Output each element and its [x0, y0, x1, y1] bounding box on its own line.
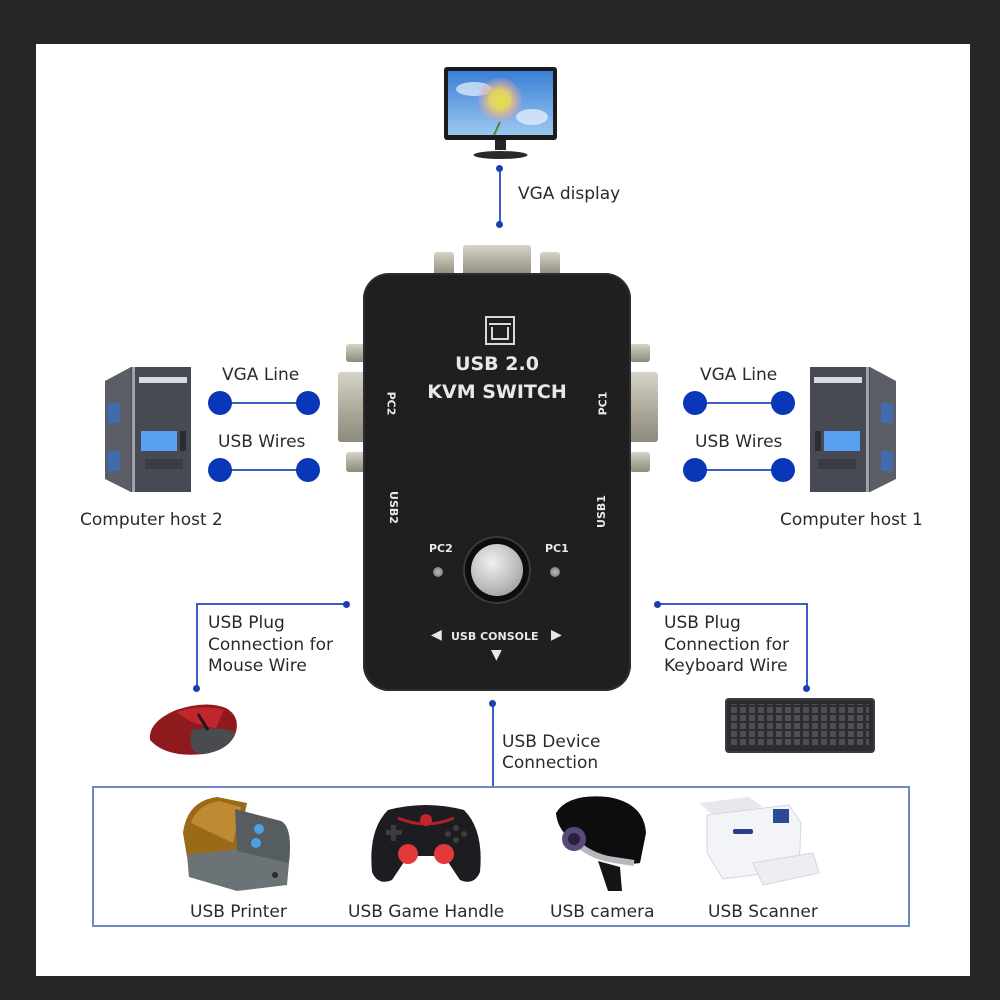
- led-pc1: [550, 567, 560, 577]
- mouse-connector-line-h: [196, 603, 346, 605]
- keyboard-label-line2: Connection for: [664, 635, 789, 655]
- vga-display-connector-line: [499, 168, 501, 225]
- kvm-switch-device: USB 2.0 KVM SWITCH PC2 PC1 USB2 USB1 PC2…: [363, 273, 631, 691]
- device-label-scanner: USB Scanner: [708, 902, 818, 922]
- console-arrow-left: ◀: [431, 627, 442, 643]
- left-vga-line-label: VGA Line: [222, 365, 300, 385]
- vga-screw: [434, 252, 454, 276]
- console-label: USB CONSOLE: [451, 630, 539, 643]
- switch-button[interactable]: [465, 538, 529, 602]
- vga-display-label: VGA display: [518, 184, 621, 204]
- connector-dot: [193, 685, 200, 692]
- device-label-camera: USB camera: [550, 902, 655, 922]
- vga-screw: [630, 344, 650, 362]
- device-label-printer: USB Printer: [190, 902, 287, 922]
- mouse-connector-line-v: [196, 603, 198, 688]
- printer-icon: [177, 793, 297, 893]
- computer-tower-icon: [810, 367, 896, 492]
- device-label-game-handle: USB Game Handle: [348, 902, 505, 922]
- vga-screw: [346, 344, 366, 362]
- side-label-pc1: PC1: [596, 391, 610, 416]
- keyboard-connector-line-v: [806, 603, 808, 688]
- connector-dot: [803, 685, 810, 692]
- device-label-line1: USB 2.0: [455, 353, 539, 375]
- connector-dot: [496, 165, 503, 172]
- monitor-icon: [444, 67, 557, 161]
- vga-out-connector: [463, 245, 531, 277]
- gamepad-icon: [368, 800, 484, 886]
- mouse-label-line3: Mouse Wire: [208, 656, 307, 676]
- usb-device-connector-line: [492, 703, 494, 787]
- right-vga-line-label: VGA Line: [700, 365, 778, 385]
- led-label-pc2: PC2: [429, 542, 453, 555]
- usb-device-label-line1: USB Device: [502, 732, 601, 752]
- device-label-line2: KVM SWITCH: [427, 381, 567, 403]
- vga-screw: [540, 252, 560, 276]
- right-vga-line: [695, 402, 785, 404]
- side-label-usb1: USB1: [594, 495, 608, 528]
- left-usb-dot-host: [208, 458, 232, 482]
- webcam-icon: [548, 793, 650, 893]
- console-arrow-down: ▼: [491, 647, 502, 663]
- led-pc2: [433, 567, 443, 577]
- scanner-icon: [693, 793, 821, 891]
- side-label-usb2: USB2: [386, 491, 400, 524]
- computer-host-2-label: Computer host 2: [80, 510, 223, 530]
- left-vga-line: [220, 402, 310, 404]
- left-usb-line: [220, 469, 310, 471]
- left-usb-dot-switch: [296, 458, 320, 482]
- usb-devices-box: [92, 786, 910, 927]
- mouse-label-line1: USB Plug: [208, 613, 285, 633]
- side-label-pc2: PC2: [384, 391, 398, 416]
- right-vga-dot-host: [771, 391, 795, 415]
- console-arrow-right: ▶: [551, 627, 562, 643]
- mouse-icon: [146, 700, 241, 758]
- usb2-connector: [346, 452, 366, 472]
- usb1-connector: [630, 452, 650, 472]
- computer-host-1-label: Computer host 1: [780, 510, 923, 530]
- connector-dot: [489, 700, 496, 707]
- led-label-pc1: PC1: [545, 542, 569, 555]
- window-logo-icon: [485, 316, 515, 345]
- keyboard-label-line3: Keyboard Wire: [664, 656, 788, 676]
- right-usb-line: [695, 469, 785, 471]
- right-usb-dot-switch: [683, 458, 707, 482]
- left-vga-dot-switch: [296, 391, 320, 415]
- connector-dot: [654, 601, 661, 608]
- usb-device-label-line2: Connection: [502, 753, 599, 773]
- computer-tower-icon: [105, 367, 191, 492]
- connector-dot: [343, 601, 350, 608]
- keyboard-label-line1: USB Plug: [664, 613, 741, 633]
- mouse-label-line2: Connection for: [208, 635, 333, 655]
- left-vga-dot-host: [208, 391, 232, 415]
- left-usb-wires-label: USB Wires: [218, 432, 306, 452]
- right-usb-dot-host: [771, 458, 795, 482]
- vga-pc1-connector: [628, 372, 658, 442]
- right-vga-dot-switch: [683, 391, 707, 415]
- connector-dot: [496, 221, 503, 228]
- keyboard-icon: [725, 698, 875, 753]
- keyboard-connector-line-h: [657, 603, 807, 605]
- right-usb-wires-label: USB Wires: [695, 432, 783, 452]
